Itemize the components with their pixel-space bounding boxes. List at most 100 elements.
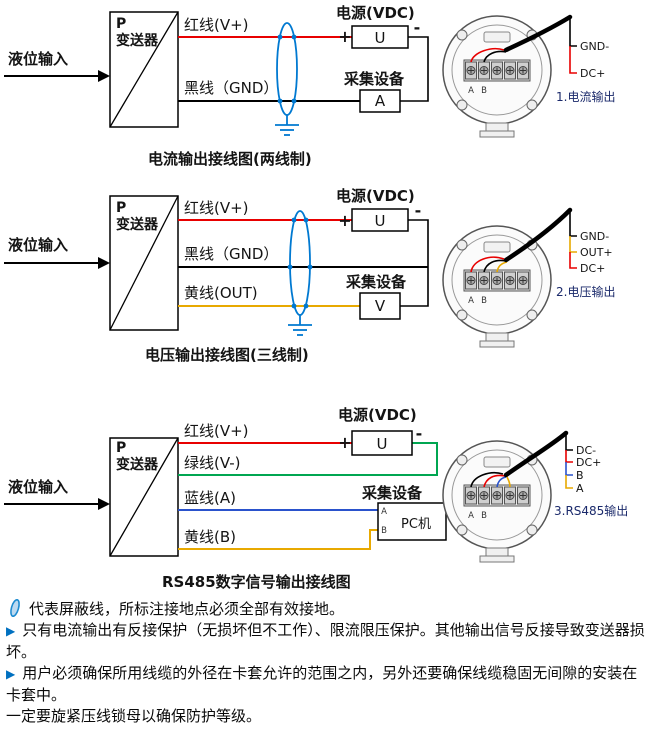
output-cable xyxy=(503,207,573,263)
note-item: ▶只有电流输出有反接保护（无损坏但不工作）、限流限压保护。其他输出信号反接导致变… xyxy=(6,620,646,663)
current-output-diagram: 液位输入 P 变送器 红线(V+) 黑线（GND） 电源(VDC) U + - … xyxy=(4,4,615,168)
acquisition-device: 采集设备 A xyxy=(343,70,405,113)
strip-label-a: A xyxy=(468,296,474,306)
rs485-output-diagram: 液位输入 P 变送器 红线(V+) 绿线(V-) 蓝线(A) 黄线(B) 电源(… xyxy=(4,406,628,591)
device-title: 采集设备 xyxy=(345,273,407,291)
strip-label-a: A xyxy=(468,86,474,96)
plus-sign: + xyxy=(338,27,351,46)
terminal-caption: 1.电流输出 xyxy=(556,89,615,104)
note-text: 代表屏蔽线，所标注接地点必须全部有效接地。 xyxy=(29,600,345,618)
power-unit-label: U xyxy=(375,29,386,47)
note-text: 用户必须确保所用线缆的外径在卡套允许的范围之内，另外还要确保线缆稳固无间隙的安装… xyxy=(6,664,638,704)
head-jumper-wires xyxy=(470,47,507,63)
terminal-label-dcplus: DC+ xyxy=(576,456,601,469)
yellow-wire-label: 黄线(B) xyxy=(184,528,236,546)
note-shield-legend: 代表屏蔽线，所标注接地点必须全部有效接地。 xyxy=(6,598,646,620)
transmitter-head-drawing xyxy=(442,225,552,348)
b-lead xyxy=(565,462,573,476)
power-title: 电源(VDC) xyxy=(338,406,417,424)
note-text: 只有电流输出有反接保护（无损坏但不工作）、限流限压保护。其他输出信号反接导致变送… xyxy=(6,621,645,661)
terminal-label-dc: DC+ xyxy=(580,262,605,275)
note-item: ▶用户必须确保所用线缆的外径在卡套允许的范围之内，另外还要确保线缆稳固无间隙的安… xyxy=(6,663,646,706)
device-port-b: B xyxy=(381,526,387,536)
acquisition-device: 采集设备 A B PC机 xyxy=(361,484,447,541)
terminal-label-a: A xyxy=(576,482,584,495)
strip-label-b: B xyxy=(481,86,487,96)
acquisition-device: 采集设备 V xyxy=(345,273,407,320)
terminal-label-dcminus: DC- xyxy=(576,444,596,457)
device-title: 采集设备 xyxy=(343,70,405,88)
shield-line-icon xyxy=(10,598,20,618)
terminal-label-b: B xyxy=(576,469,584,482)
out-lead xyxy=(569,236,577,253)
gnd-lead xyxy=(569,210,577,237)
transmitter-label-p: P xyxy=(116,440,126,456)
transmitter-label-p: P xyxy=(116,16,126,32)
transmitter-label-name: 变送器 xyxy=(116,32,159,49)
bullet-triangle-icon: ▶ xyxy=(6,624,16,638)
power-supply: 电源(VDC) U + - xyxy=(336,188,421,232)
note-text: 一定要旋紧压线锁母以确保防护等级。 xyxy=(6,707,262,725)
voltage-output-diagram: 液位输入 P 变送器 红线(V+) 黑线（GND） 黄线(OUT) 电源(VDC… xyxy=(4,188,615,364)
power-supply: 电源(VDC) U + - xyxy=(336,4,421,49)
notes-section: 代表屏蔽线，所标注接地点必须全部有效接地。 ▶只有电流输出有反接保护（无损坏但不… xyxy=(6,598,646,727)
power-unit-label: U xyxy=(377,435,388,453)
input-label: 液位输入 xyxy=(8,236,68,254)
terminal-caption: 3.RS485输出 xyxy=(554,503,628,518)
bullet-triangle-icon: ▶ xyxy=(6,667,16,681)
output-cable xyxy=(503,14,573,53)
return-wire xyxy=(400,219,429,307)
transmitter-box: P 变送器 xyxy=(109,195,179,331)
device-unit-label: A xyxy=(375,92,386,110)
green-wire-label: 绿线(V-) xyxy=(184,454,241,472)
plus-sign: + xyxy=(338,211,351,230)
dcplus-lead xyxy=(565,450,573,463)
minus-sign: - xyxy=(416,424,423,443)
ground-symbol xyxy=(288,315,312,336)
strip-label-b: B xyxy=(481,511,487,521)
note-item: 一定要旋紧压线锁母以确保防护等级。 xyxy=(6,706,646,727)
diagram-caption: 电压输出接线图(三线制) xyxy=(145,346,309,364)
terminal-label-dc: DC+ xyxy=(580,67,605,80)
diagram-caption: RS485数字信号输出接线图 xyxy=(162,573,351,591)
diagram-caption: 电流输出接线图(两线制) xyxy=(148,150,312,168)
transmitter-label-name: 变送器 xyxy=(116,456,159,473)
input-label: 液位输入 xyxy=(8,478,68,496)
device-unit-label: PC机 xyxy=(401,517,431,532)
plus-sign: + xyxy=(338,433,351,452)
input-label: 液位输入 xyxy=(8,50,68,68)
power-title: 电源(VDC) xyxy=(336,4,415,22)
minus-sign: - xyxy=(414,18,421,37)
terminal-label-gnd: GND- xyxy=(580,230,609,243)
strip-label-a: A xyxy=(468,511,474,521)
red-wire-label: 红线(V+) xyxy=(184,16,249,34)
yellow-wire-label: 黄线(OUT) xyxy=(184,284,258,302)
transmitter-box: P 变送器 xyxy=(109,437,179,557)
input-arrow xyxy=(4,498,110,510)
head-jumper-wires xyxy=(470,471,511,488)
power-unit-label: U xyxy=(375,212,386,230)
device-unit-label: V xyxy=(375,297,386,315)
output-cable xyxy=(503,430,569,478)
return-wire xyxy=(400,36,429,102)
power-title: 电源(VDC) xyxy=(336,188,415,205)
black-wire-label: 黑线（GND） xyxy=(184,245,278,263)
gnd-lead xyxy=(569,17,577,47)
device-title: 采集设备 xyxy=(361,484,423,502)
green-wire xyxy=(178,442,438,476)
head-jumper-wires xyxy=(470,256,508,273)
terminal-label-gnd: GND- xyxy=(580,40,609,53)
input-arrow xyxy=(4,257,110,269)
a-lead xyxy=(565,475,573,489)
shield-ellipse xyxy=(287,210,313,316)
dcminus-lead xyxy=(565,433,573,451)
transmitter-box: P 变送器 xyxy=(109,11,179,128)
dc-lead xyxy=(569,252,577,269)
transmitter-label-name: 变送器 xyxy=(116,216,159,233)
black-wire-label: 黑线（GND） xyxy=(184,79,278,97)
dc-lead xyxy=(569,46,577,74)
yellow-wire xyxy=(178,529,378,550)
terminal-label-out: OUT+ xyxy=(580,246,613,259)
strip-label-b: B xyxy=(481,296,487,306)
